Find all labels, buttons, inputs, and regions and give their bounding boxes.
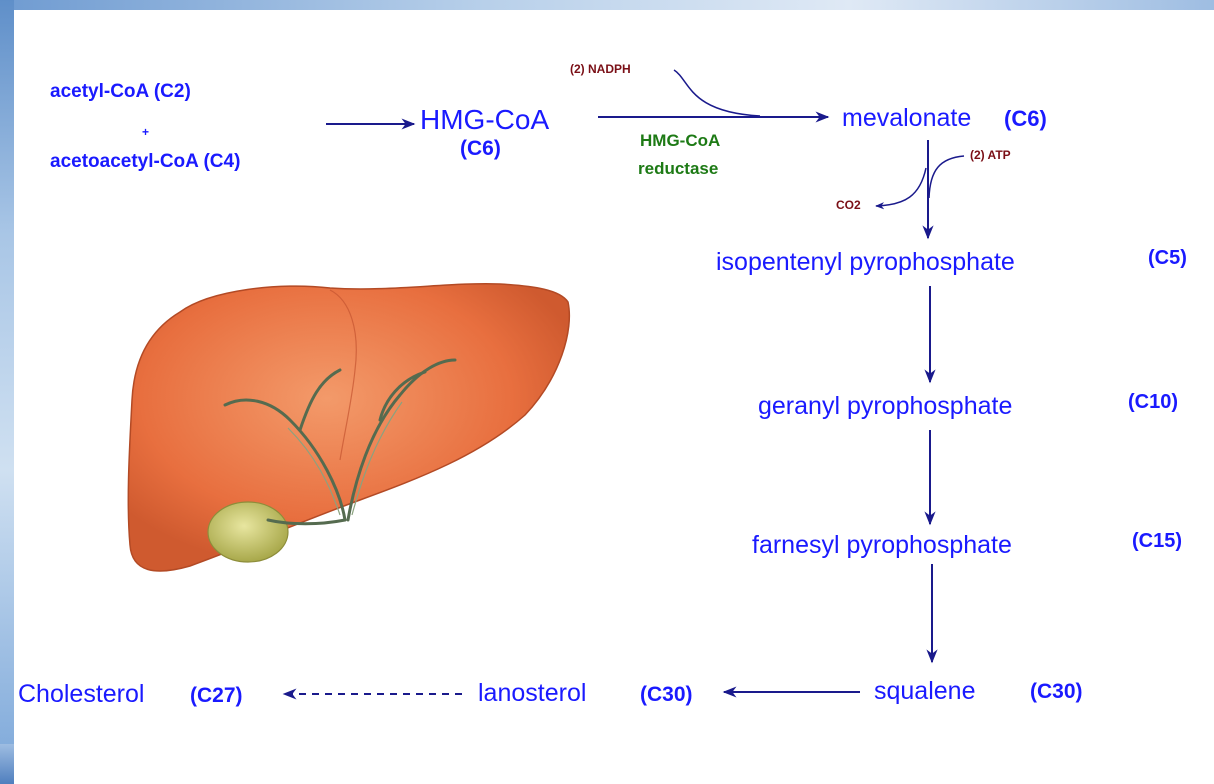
hmg-coa-label: HMG-CoA xyxy=(420,106,549,134)
nadph-curve xyxy=(674,70,760,116)
mevalonate-label: mevalonate xyxy=(842,106,971,131)
enzyme-label-line1: HMG-CoA xyxy=(640,132,720,149)
co2-label: CO2 xyxy=(836,199,861,211)
hmg-coa-carbons: (C6) xyxy=(460,138,501,159)
cholesterol-carbons: (C27) xyxy=(190,685,243,706)
acetyl-coa-label: acetyl-CoA (C2) xyxy=(50,82,191,101)
geranyl-carbons: (C10) xyxy=(1128,392,1178,412)
squalene-carbons: (C30) xyxy=(1030,681,1083,702)
squalene-label: squalene xyxy=(874,679,975,704)
isopentenyl-label: isopentenyl pyrophosphate xyxy=(716,250,1015,275)
atp-curve xyxy=(929,156,964,198)
atp-label: (2) ATP xyxy=(970,149,1011,161)
farnesyl-carbons: (C15) xyxy=(1132,531,1182,551)
lanosterol-label: lanosterol xyxy=(478,681,586,706)
mevalonate-carbons: (C6) xyxy=(1004,108,1047,130)
acetoacetyl-coa-label: acetoacetyl-CoA (C4) xyxy=(50,152,240,171)
isopentenyl-carbons: (C5) xyxy=(1148,248,1187,268)
nadph-label: (2) NADPH xyxy=(570,63,631,75)
farnesyl-label: farnesyl pyrophosphate xyxy=(752,533,1012,558)
enzyme-label-line2: reductase xyxy=(638,160,718,177)
co2-curve xyxy=(876,168,926,206)
plus-sign: + xyxy=(142,126,149,138)
lanosterol-carbons: (C30) xyxy=(640,684,693,705)
cholesterol-label: Cholesterol xyxy=(18,682,144,707)
geranyl-label: geranyl pyrophosphate xyxy=(758,394,1012,419)
liver-illustration xyxy=(128,284,569,571)
